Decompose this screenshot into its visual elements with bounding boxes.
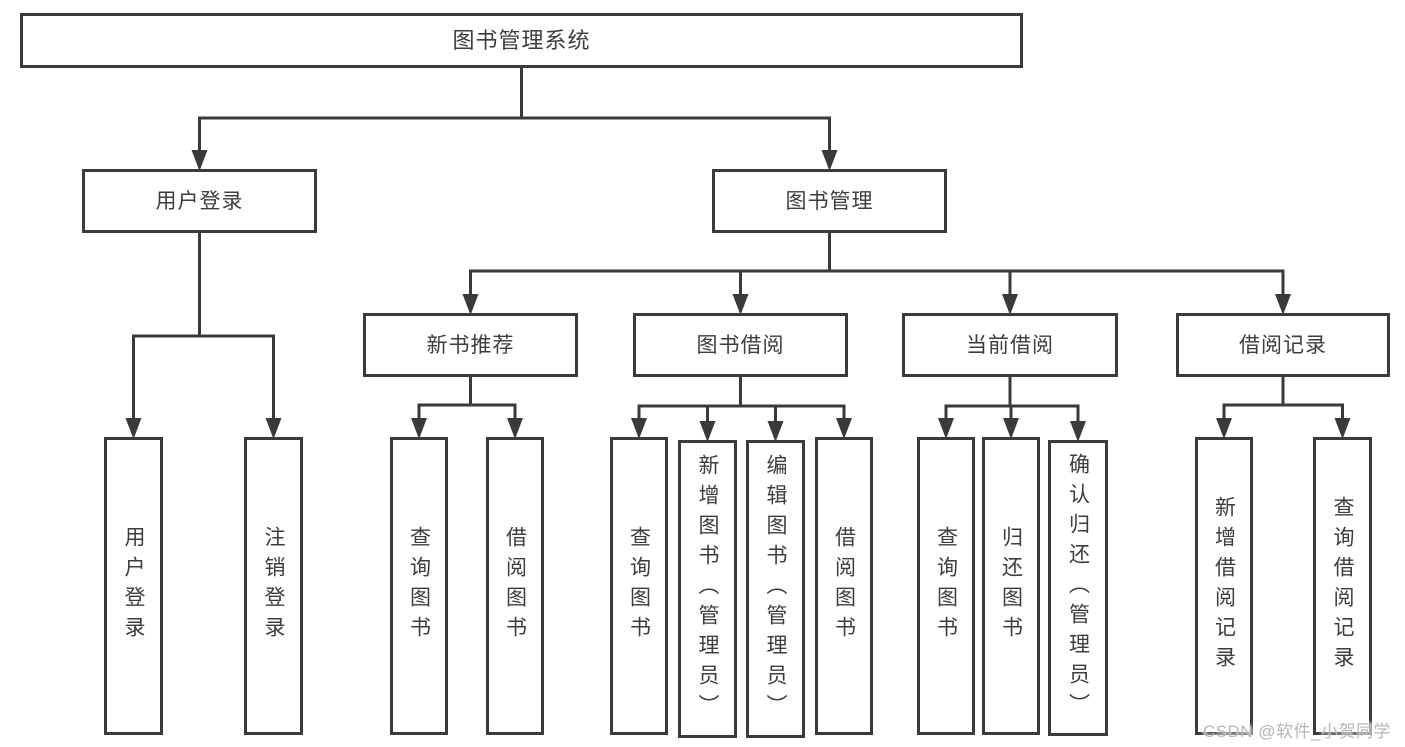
node-leaf-add-record: 新增借阅记录 [1195, 437, 1253, 735]
arrowhead-icon [631, 418, 647, 439]
node-label: 借阅记录 [1239, 333, 1327, 357]
node-root: 图书管理系统 [20, 13, 1023, 68]
arrowhead-icon [191, 150, 208, 171]
node-leaf-logout: 注销登录 [244, 437, 303, 735]
node-label: 归还图书 [999, 526, 1023, 646]
csdn-watermark: CSDN @软件_小贺同学 [1202, 722, 1391, 741]
node-label: 查询图书 [934, 526, 958, 646]
node-leaf-user-login: 用户登录 [104, 437, 163, 735]
node-book-mgmt: 图书管理 [712, 169, 947, 233]
node-label: 注销登录 [262, 526, 285, 646]
node-label: 查询图书 [407, 526, 431, 646]
arrowhead-icon [462, 294, 479, 315]
node-leaf-query-book-3: 查询图书 [917, 437, 975, 735]
node-label: 图书管理 [785, 189, 874, 213]
node-label: 新增图书（管理员） [696, 454, 719, 724]
arrowhead-icon [411, 418, 427, 439]
arrowhead-icon [265, 418, 282, 439]
arrowhead-icon [1070, 421, 1086, 442]
node-new-book-rec: 新书推荐 [363, 313, 578, 377]
node-label: 查询图书 [627, 526, 651, 646]
node-label: 用户登录 [122, 526, 145, 646]
node-label: 用户登录 [155, 189, 244, 213]
node-label: 借阅图书 [832, 526, 856, 646]
arrowhead-icon [732, 294, 749, 315]
arrowhead-icon [938, 418, 954, 439]
node-leaf-query-record: 查询借阅记录 [1313, 437, 1372, 735]
node-leaf-borrow-book-2: 借阅图书 [815, 437, 873, 735]
node-leaf-query-book-2: 查询图书 [610, 437, 668, 735]
arrowhead-icon [1275, 294, 1291, 315]
node-user-login: 用户登录 [82, 169, 317, 233]
arrowhead-icon [821, 150, 838, 171]
node-label: 编辑图书（管理员） [764, 454, 787, 724]
node-leaf-borrow-book-1: 借阅图书 [486, 437, 544, 735]
node-borrow-record: 借阅记录 [1176, 313, 1390, 377]
arrowhead-icon [1334, 418, 1351, 439]
node-leaf-confirm-return: 确认归还（管理员） [1048, 440, 1108, 736]
node-current-borrow: 当前借阅 [902, 313, 1118, 377]
node-leaf-return-book: 归还图书 [982, 437, 1040, 735]
node-book-borrow: 图书借阅 [633, 313, 848, 377]
arrowhead-icon [1216, 418, 1232, 439]
arrowhead-icon [767, 421, 784, 442]
arrowhead-icon [507, 418, 523, 439]
node-label: 查询借阅记录 [1331, 496, 1354, 676]
arrowhead-icon [1002, 294, 1018, 315]
node-leaf-edit-book: 编辑图书（管理员） [746, 440, 805, 738]
node-label: 当前借阅 [966, 333, 1054, 357]
node-label: 新书推荐 [426, 333, 515, 357]
arrowhead-icon [699, 421, 716, 442]
node-leaf-add-book: 新增图书（管理员） [678, 440, 737, 738]
node-label: 图书管理系统 [452, 27, 591, 53]
arrowhead-icon [1003, 418, 1019, 439]
node-label: 图书借阅 [696, 333, 785, 357]
node-label: 确认归还（管理员） [1066, 453, 1090, 723]
node-label: 借阅图书 [503, 526, 527, 646]
node-label: 新增借阅记录 [1212, 496, 1236, 676]
node-leaf-query-book-1: 查询图书 [390, 437, 448, 735]
arrowhead-icon [836, 418, 852, 439]
arrowhead-icon [125, 418, 142, 439]
